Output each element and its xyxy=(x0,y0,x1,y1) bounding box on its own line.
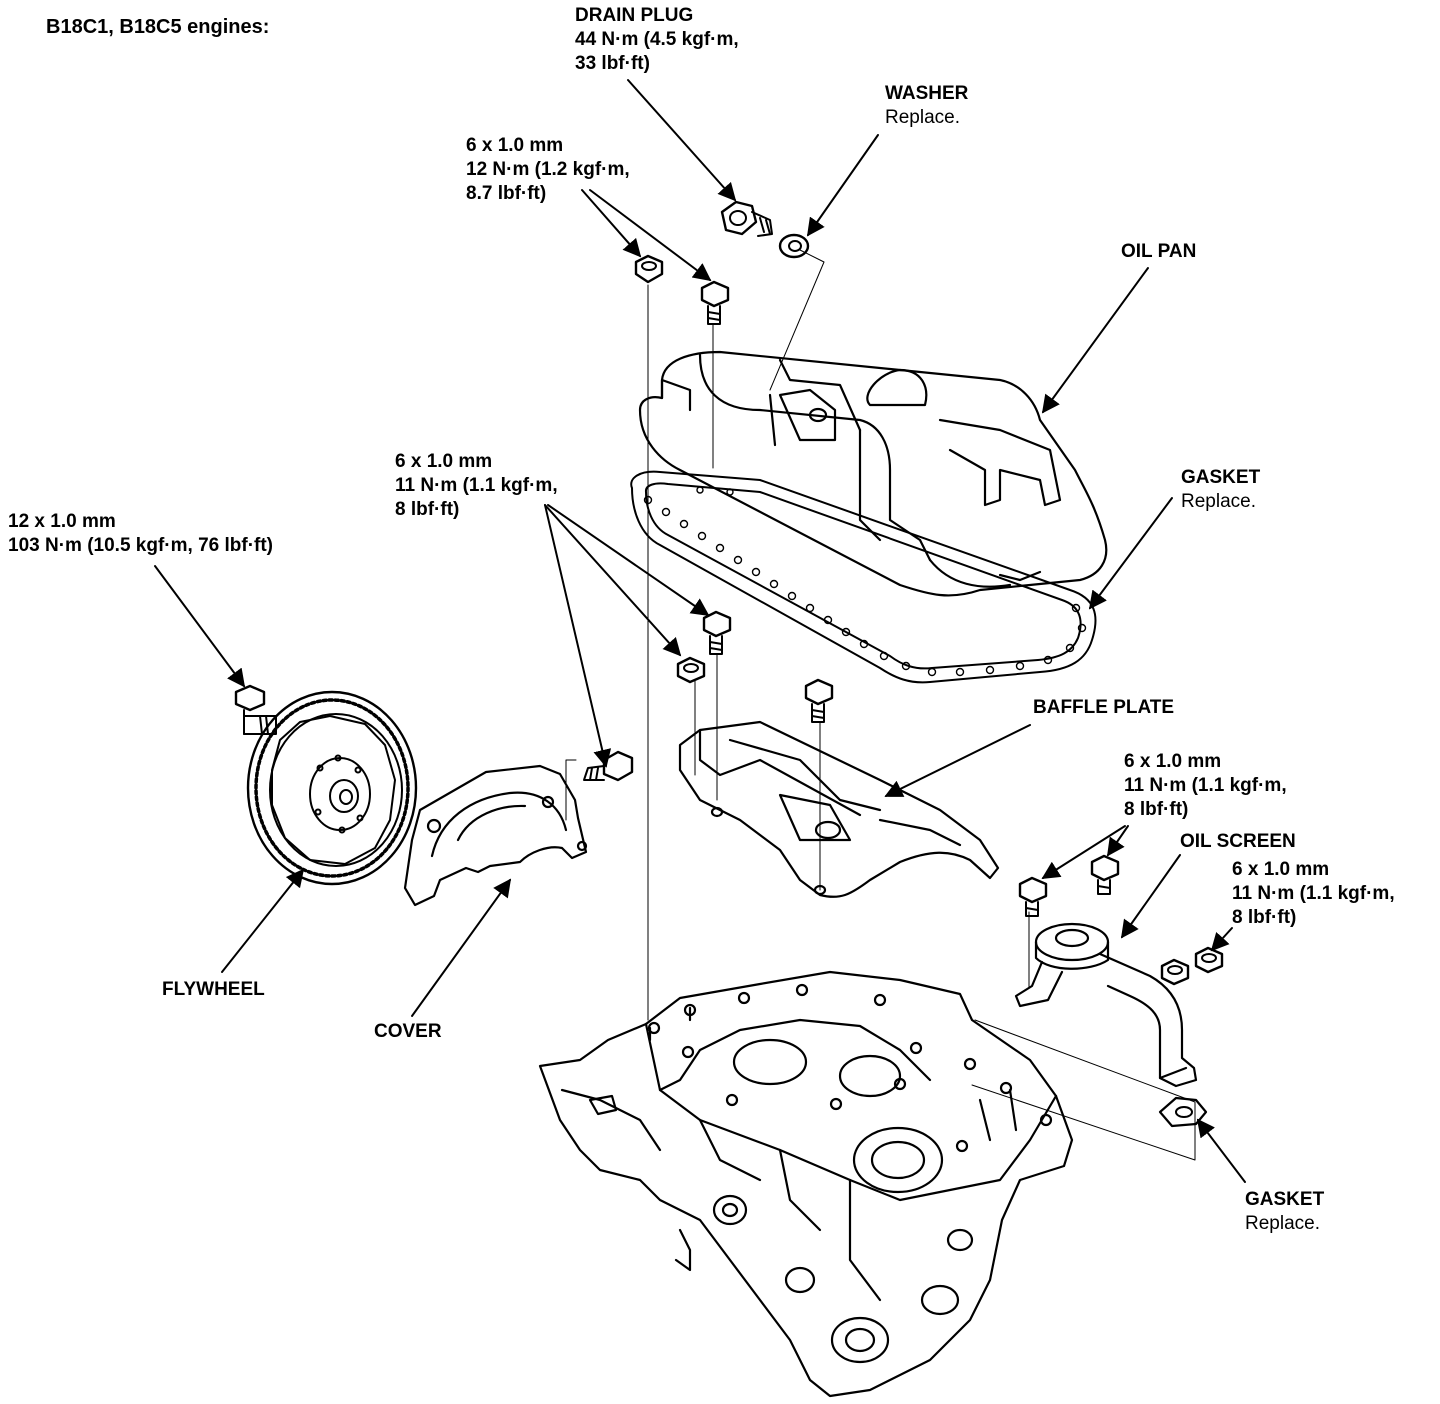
baffle-nut-icon xyxy=(676,656,706,684)
leader-arrows xyxy=(154,79,1246,1183)
screen-nut-right-icon xyxy=(1194,946,1224,974)
label-gasket-pan: GASKET Replace. xyxy=(1181,467,1261,512)
baffle-bolt-center-icon xyxy=(804,678,834,723)
baffle-bolt-icon xyxy=(702,610,732,655)
label-oil-screen: OIL SCREEN xyxy=(1180,831,1296,852)
oil-pan-nut-icon xyxy=(634,254,664,284)
label-screen-nut: 6 x 1.0 mm 11 N·m (1.1 kgf·m, 8 lbf·ft) xyxy=(1232,859,1395,928)
label-cover: COVER xyxy=(374,1021,442,1042)
label-baffle-bolt: 6 x 1.0 mm 11 N·m (1.1 kgf·m, 8 lbf·ft) xyxy=(395,451,558,520)
baffle-plate-icon xyxy=(678,720,1000,898)
screen-bolt-right-icon xyxy=(1090,854,1120,895)
screen-nut-left-icon xyxy=(1160,958,1190,986)
oil-screen-icon xyxy=(1014,922,1198,1088)
label-oil-pan-bolt: 6 x 1.0 mm 12 N·m (1.2 kgf·m, 8.7 lbf·ft… xyxy=(466,135,630,204)
label-baffle-plate: BAFFLE PLATE xyxy=(1033,697,1175,718)
label-screen-bolt: 6 x 1.0 mm 11 N·m (1.1 kgf·m, 8 lbf·ft) xyxy=(1124,751,1287,820)
label-washer: WASHER Replace. xyxy=(885,83,969,128)
label-oil-pan: OIL PAN xyxy=(1121,241,1197,262)
screen-bolt-left-icon xyxy=(1018,876,1048,917)
cover-icon xyxy=(403,764,588,907)
flywheel-icon xyxy=(246,690,418,886)
drain-plug-icon xyxy=(720,200,773,237)
oil-screen-gasket-icon xyxy=(1158,1096,1208,1128)
label-gasket-screen: GASKET Replace. xyxy=(1245,1189,1325,1234)
flywheel-bolt-icon xyxy=(234,684,277,735)
label-drain-plug: DRAIN PLUG 44 N·m (4.5 kgf·m, 33 lbf·ft) xyxy=(575,5,739,74)
oil-pan-icon xyxy=(638,350,1108,597)
gasket-bolt-holes xyxy=(643,486,1087,677)
cover-bolt-icon xyxy=(583,750,634,782)
oil-pan-bolt-icon xyxy=(700,280,730,325)
engine-block-icon xyxy=(538,970,1074,1398)
label-flywheel-bolt: 12 x 1.0 mm 103 N·m (10.5 kgf·m, 76 lbf·… xyxy=(8,511,273,556)
oil-pan-gasket-icon xyxy=(630,470,1097,684)
diagram-title: B18C1, B18C5 engines: xyxy=(46,16,270,38)
washer-icon xyxy=(778,233,810,259)
label-flywheel: FLYWHEEL xyxy=(162,979,265,1000)
